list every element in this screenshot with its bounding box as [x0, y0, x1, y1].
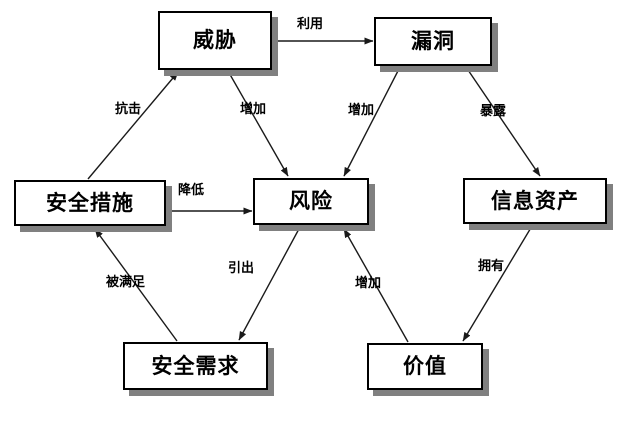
node-safeguard-label: 安全措施: [46, 190, 134, 215]
node-safeguard[interactable]: 安全措施: [14, 180, 166, 226]
edge-label-expose: 暴露: [480, 104, 507, 119]
edge-asset-to-value: [462, 225, 533, 342]
node-information-asset[interactable]: 信息资产: [463, 178, 607, 224]
edge-label-reduce: 降低: [178, 183, 205, 198]
edge-label-increase-value-risk: 增加: [355, 276, 382, 291]
node-security-requirement[interactable]: 安全需求: [123, 342, 268, 390]
edge-vulnerability-to-asset: [465, 66, 541, 177]
edge-safeguard-to-threat: [87, 71, 179, 180]
edge-threat-to-risk: [227, 70, 289, 177]
edge-risk-to-requirement: [238, 226, 301, 341]
node-value[interactable]: 价值: [367, 343, 483, 390]
edge-label-counter: 抗击: [115, 102, 142, 117]
node-security-requirement-label: 安全需求: [151, 353, 240, 378]
node-risk-label: 风险: [289, 189, 333, 213]
node-information-asset-label: 信息资产: [491, 188, 579, 213]
node-threat-label: 威胁: [193, 28, 237, 52]
edge-label-exploit: 利用: [297, 17, 324, 32]
node-risk[interactable]: 风险: [253, 178, 369, 225]
edge-label-satisfied-by: 被满足: [106, 275, 146, 290]
node-threat[interactable]: 威胁: [158, 11, 272, 70]
edge-vulnerability-to-risk: [343, 66, 401, 177]
node-vulnerability[interactable]: 漏洞: [374, 17, 492, 66]
edge-label-derive: 引出: [228, 261, 255, 276]
edge-label-increase-vuln-risk: 增加: [348, 103, 375, 118]
node-vulnerability-label: 漏洞: [411, 29, 455, 53]
edge-value-to-risk: [343, 228, 409, 343]
edge-requirement-to-safeguard: [94, 228, 178, 342]
edge-label-own: 拥有: [478, 259, 505, 274]
node-value-label: 价值: [403, 354, 447, 378]
edge-label-increase-threat-risk: 增加: [240, 102, 267, 117]
